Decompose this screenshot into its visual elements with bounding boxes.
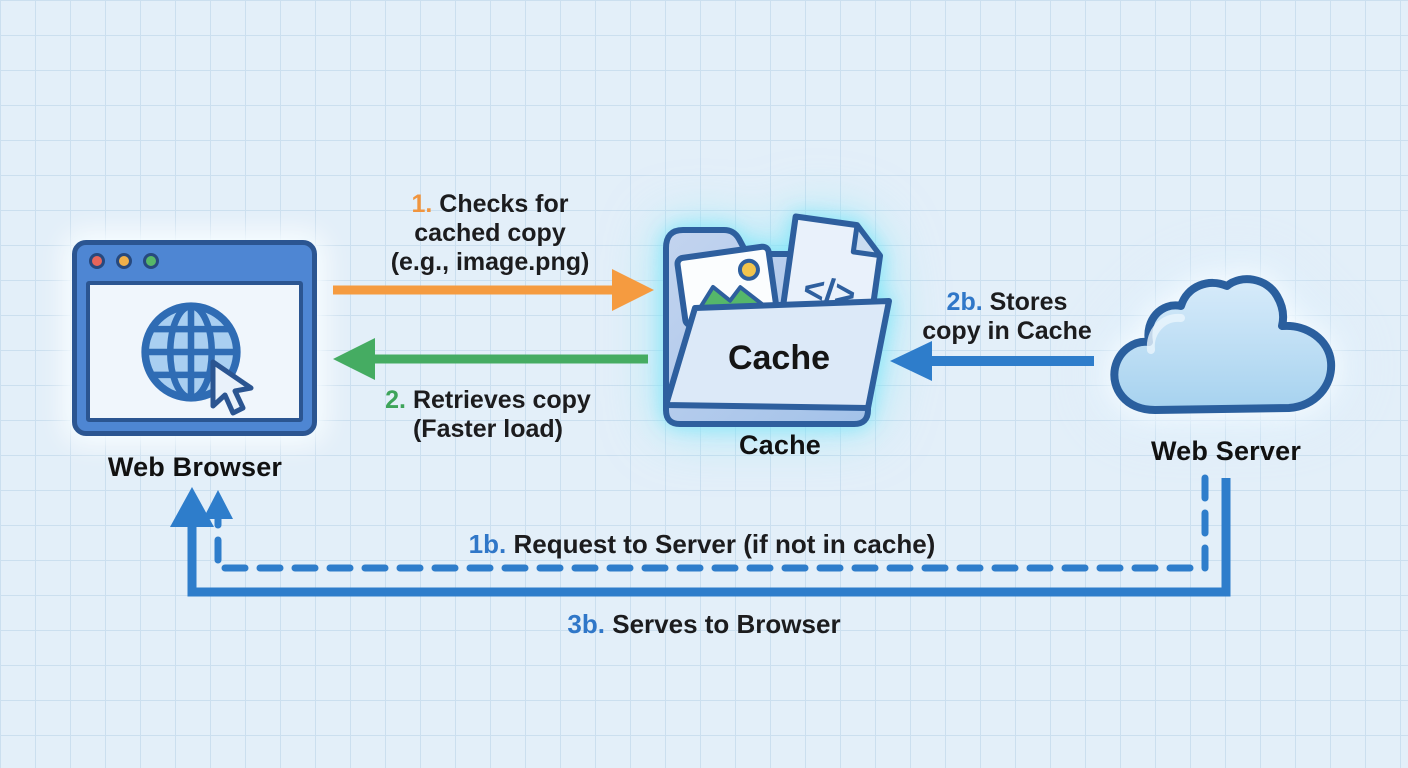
step1-line3: (e.g., image.png) <box>390 248 590 276</box>
browser-titlebar <box>77 245 312 269</box>
web-server-cloud-icon <box>1103 272 1343 424</box>
web-browser-label: Web Browser <box>107 452 283 482</box>
step3b-label: 3b. Serves to Browser <box>567 609 841 639</box>
step1-number: 1. <box>411 190 433 218</box>
window-maximize-dot-icon <box>143 253 159 269</box>
arrow-step2-retrieves-copy <box>333 338 648 380</box>
step1-label: 1. Checks for cached copy (e.g., image.p… <box>350 190 630 277</box>
step1-line2: cached copy <box>414 219 566 247</box>
step2-label: 2. Retrieves copy (Faster load) <box>348 386 628 444</box>
step2-number: 2. <box>385 386 407 414</box>
cache-folder-icon: </> Cache <box>656 204 908 438</box>
step2-line2: (Faster load) <box>412 415 564 443</box>
step2b-label: 2b. Stores copy in Cache <box>897 288 1117 346</box>
globe-icon <box>140 301 241 402</box>
web-browser-icon <box>72 240 317 436</box>
step1-line1: 1. Checks for <box>411 190 569 218</box>
cursor-icon <box>210 359 253 415</box>
step2b-line2: copy in Cache <box>922 317 1092 345</box>
step2b-line1: 2b. Stores <box>946 288 1068 316</box>
step1b-label: 1b. Request to Server (if not in cache) <box>468 529 936 559</box>
cache-label: Cache <box>738 430 822 460</box>
folder-front-flap <box>663 298 892 411</box>
step2-line1: 2. Retrieves copy <box>385 386 591 414</box>
step3b-number: 3b. <box>567 609 605 639</box>
step1b-number: 1b. <box>468 529 507 559</box>
browser-viewport <box>86 281 303 422</box>
window-close-dot-icon <box>89 253 105 269</box>
step2b-number: 2b. <box>946 288 983 316</box>
window-minimize-dot-icon <box>116 253 132 269</box>
folder-front-text: Cache <box>728 339 830 377</box>
arrow-step2b-stores-copy <box>890 341 1094 381</box>
web-server-label: Web Server <box>1150 436 1302 466</box>
